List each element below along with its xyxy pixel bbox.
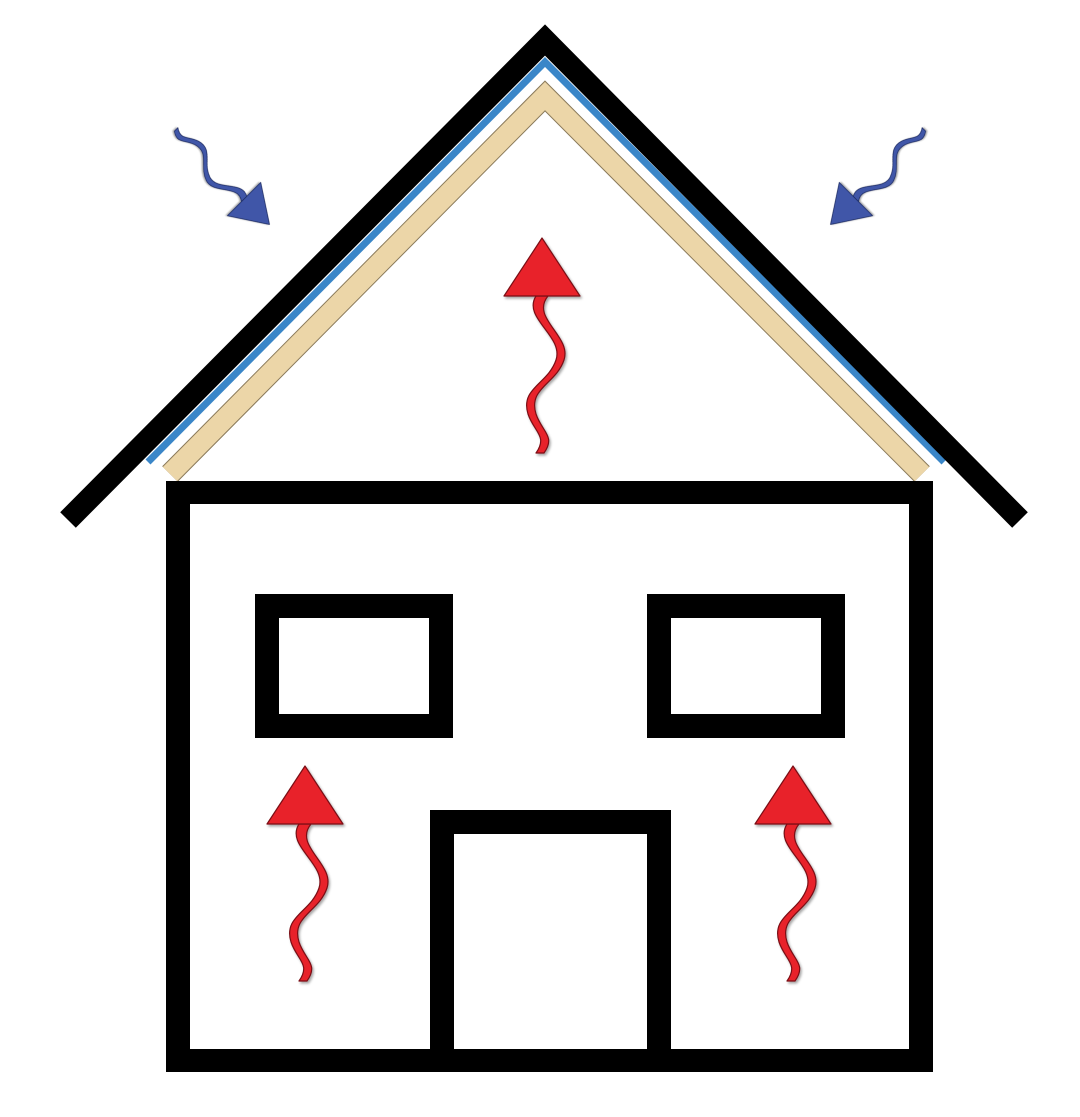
roof	[60, 24, 1028, 528]
wavy-up-arrow-icon	[503, 237, 581, 454]
roof-insulation	[162, 81, 930, 482]
arrow-tail	[288, 823, 329, 982]
wall-right	[909, 481, 933, 1072]
wall-top	[166, 481, 932, 504]
window-right	[647, 594, 845, 738]
wavy-down-arrow-icon	[830, 127, 927, 225]
roof-outline	[60, 24, 1028, 528]
arrow-tail	[776, 823, 817, 982]
arrow-head	[754, 765, 832, 825]
roof-membrane	[145, 57, 947, 465]
arrow-tail	[173, 127, 248, 203]
arrow-head	[266, 765, 344, 825]
arrow-head	[503, 237, 581, 297]
arrow-tail	[525, 295, 566, 454]
arrow-tail	[852, 127, 927, 203]
wall-bottom	[166, 1049, 932, 1072]
door	[430, 810, 671, 1072]
arrow-head	[227, 182, 270, 225]
wall-left	[166, 481, 190, 1072]
arrow-head	[830, 182, 873, 225]
house-walls	[166, 481, 933, 1072]
wavy-up-arrow-icon	[754, 765, 832, 982]
wavy-up-arrow-icon	[266, 765, 344, 982]
wavy-down-arrow-icon	[173, 127, 270, 225]
heat-arrows	[266, 237, 832, 982]
window-left	[255, 594, 453, 738]
cold-arrows	[173, 127, 927, 225]
